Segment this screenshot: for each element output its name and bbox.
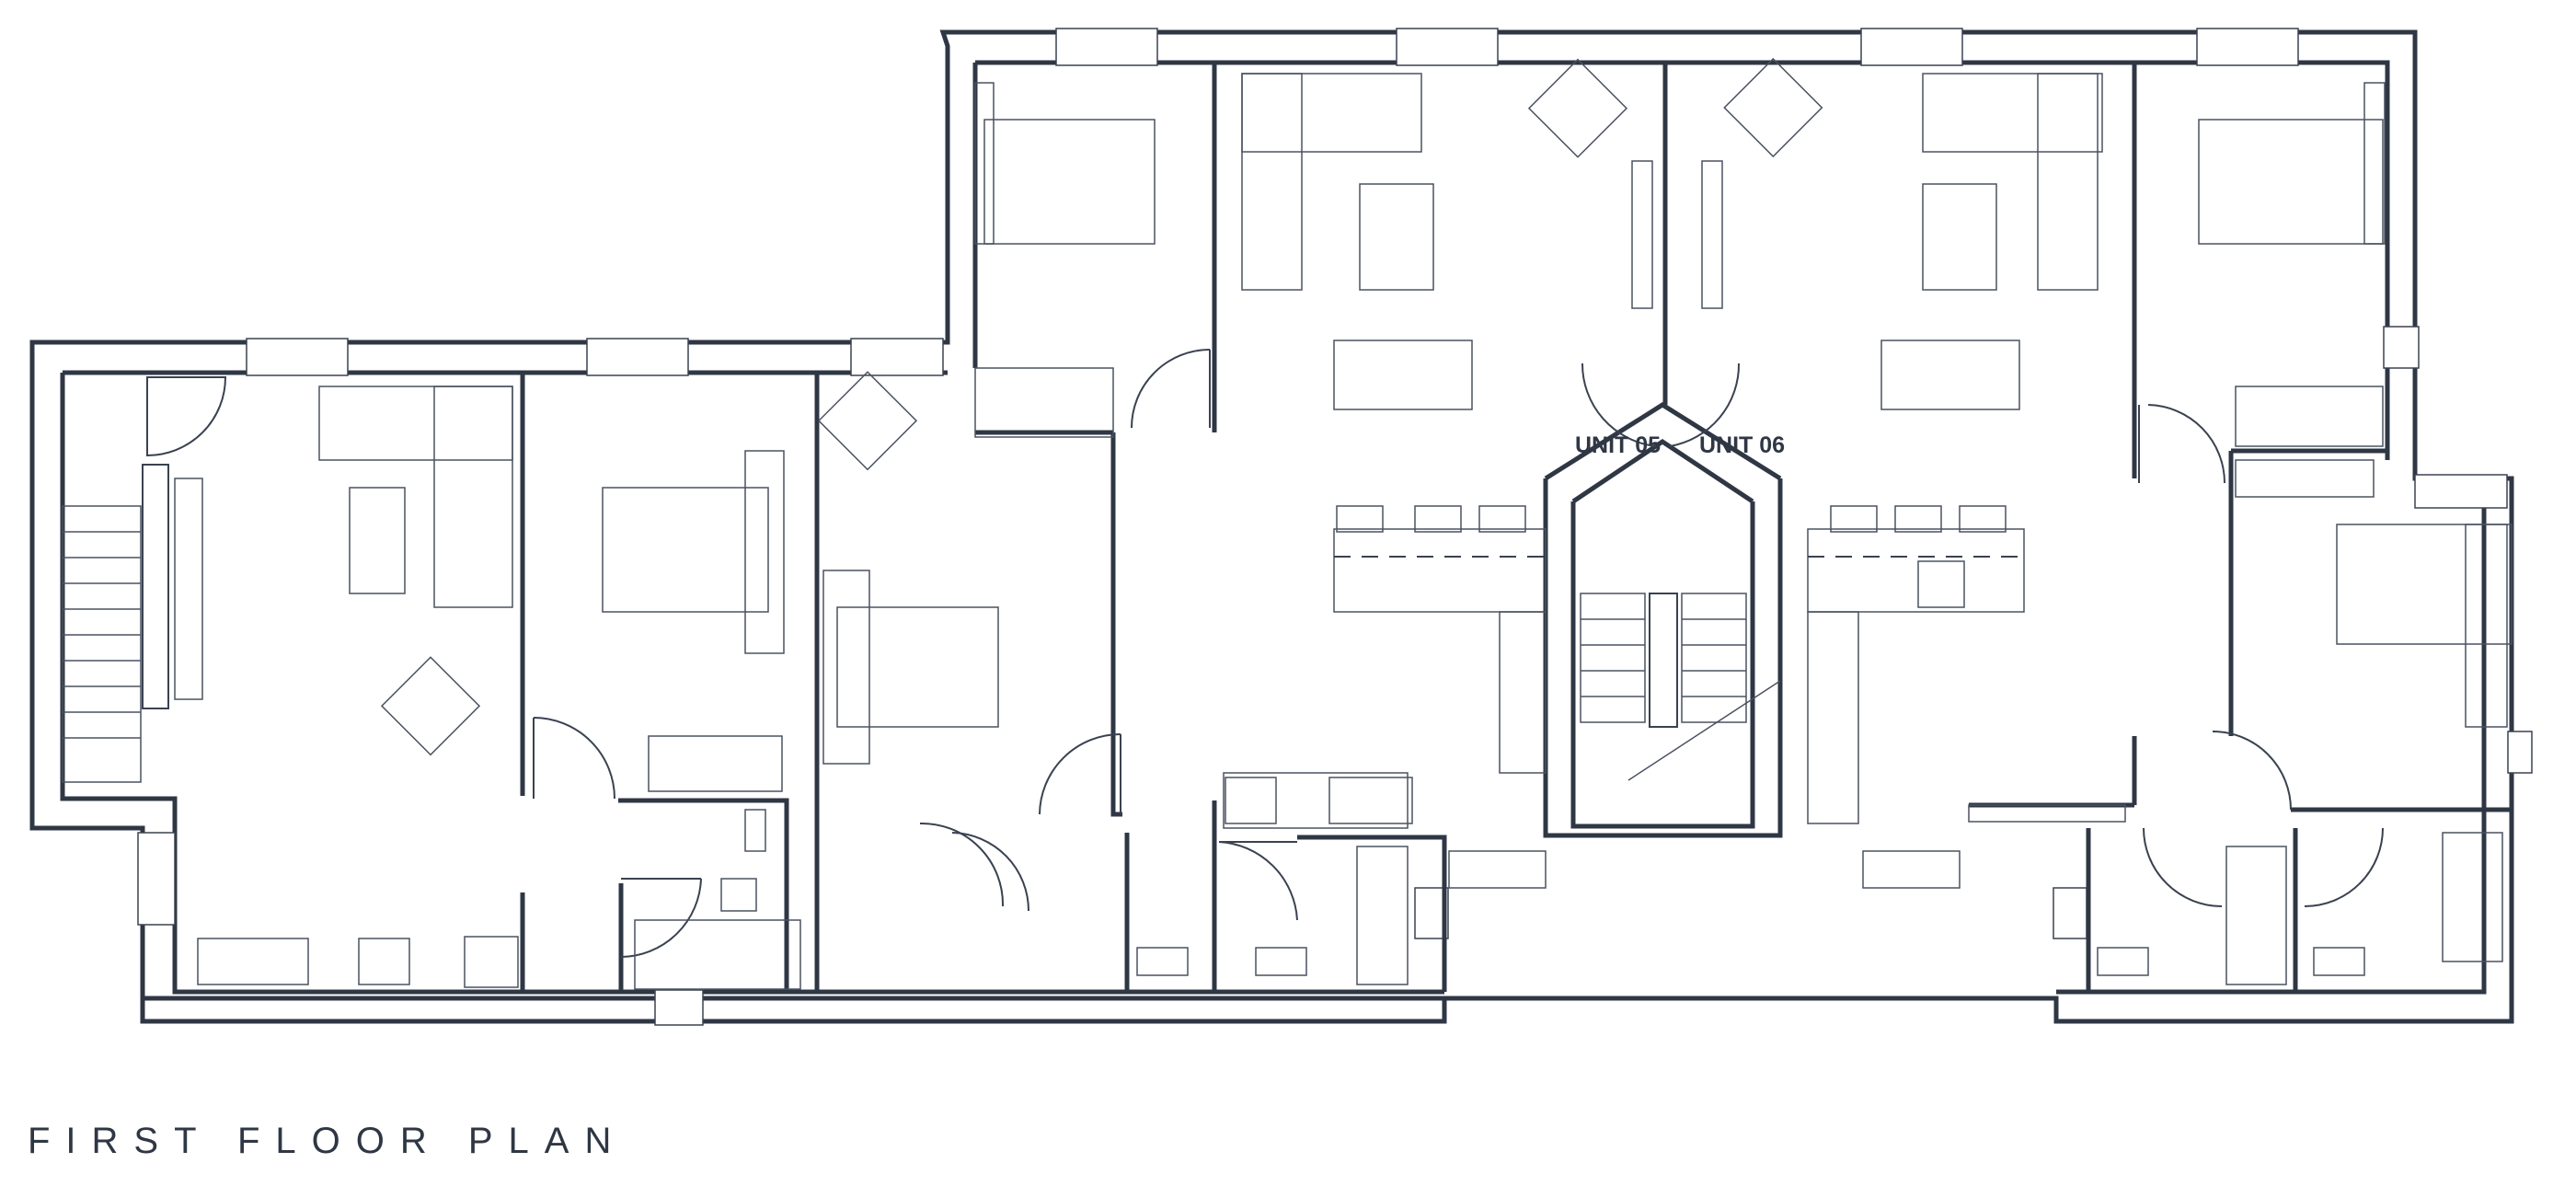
stairs xyxy=(62,505,1781,783)
doors xyxy=(146,349,2384,958)
plan-title: FIRST FLOOR PLAN xyxy=(28,1121,627,1161)
furniture-unit-06 xyxy=(1701,57,2513,985)
windows xyxy=(137,28,2533,1026)
unit-06-label: UNIT 06 xyxy=(1699,432,1785,458)
internal-walls xyxy=(520,63,2512,992)
unit-05-label: UNIT 05 xyxy=(1575,432,1661,458)
unit-labels: UNIT 05 UNIT 06 xyxy=(1575,432,1785,458)
furniture-unit-05 xyxy=(817,58,1653,985)
furniture-left-unit xyxy=(142,386,801,990)
